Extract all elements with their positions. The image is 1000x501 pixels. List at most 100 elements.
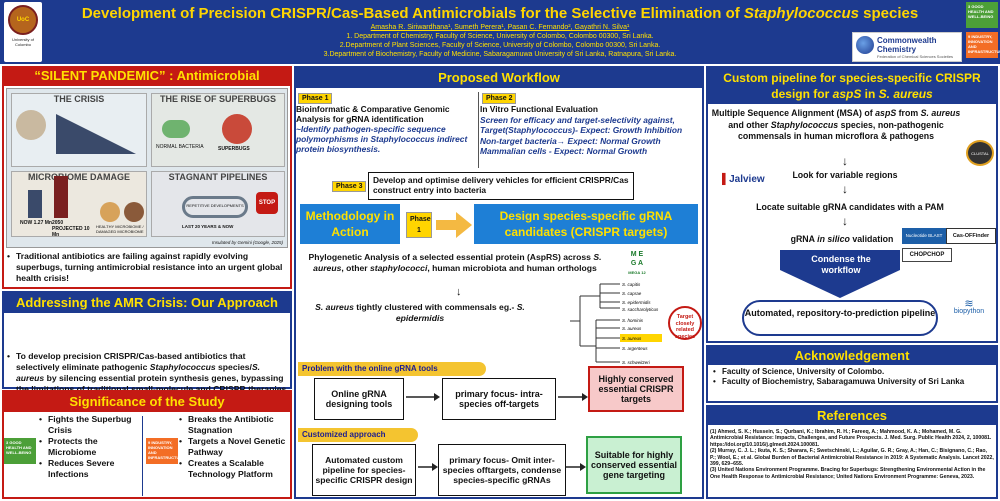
affiliation-2: 2.Department of Plant Sciences, Faculty … <box>339 42 661 49</box>
affiliation-1: 1. Department of Chemistry, Faculty of S… <box>346 33 654 40</box>
damaged-microbiome-icon <box>124 202 144 222</box>
healthy-microbiome-icon <box>100 202 120 222</box>
design-label: Design species-specific gRNA candidates … <box>474 204 698 244</box>
tree-leaf: S. caprae <box>622 291 642 296</box>
automated-pipeline-pill: Automated, repository-to-prediction pipe… <box>742 300 938 336</box>
references-heading: References <box>708 407 996 425</box>
crisis-panel: THE CRISIS <box>11 93 147 167</box>
ack-item: Faculty of Biochemistry, Sabaragamuwa Un… <box>712 377 994 387</box>
acknowledgement-panel <box>706 345 998 403</box>
approach-text: To develop precision CRISPR/Cas-based an… <box>6 351 290 395</box>
down-arrow-glyph: ↓ <box>842 182 848 196</box>
phase3-tag: Phase 3 <box>332 181 367 192</box>
bacteria-icon <box>162 120 190 138</box>
sig-item: Reduces Severe Infections <box>38 458 140 480</box>
right-arrow-icon <box>436 212 472 238</box>
significance-heading: Significance of the Study <box>2 392 292 412</box>
acknowledgement-heading: Acknowledgement <box>708 347 996 365</box>
microbiome-captions: HEALTHY MICROBIOME / DAMAGED MICROBIOME <box>96 224 144 234</box>
authors-block: Amasha R. Siriwardhana¹, Sumeth Perera¹,… <box>140 23 860 59</box>
step-validation: gRNA in silico validation <box>790 234 894 244</box>
reference-item: (2) Murray, C. J. L.; Ikuta, K. S.; Shar… <box>710 448 994 468</box>
logo-caption: University of Colombo <box>11 37 34 47</box>
sig-item: Creates a Scalable Technology Platform <box>178 458 290 480</box>
jalview-logo: ▌Jalview <box>722 174 765 185</box>
workflow-heading: Proposed Workflow <box>296 68 702 88</box>
down-arrow-glyph: ↓ <box>456 286 462 298</box>
phase3-box: Develop and optimise delivery vehicles f… <box>368 172 634 200</box>
reference-item: (3) United Nations Environment Programme… <box>710 467 986 480</box>
sdg9-small-icon: 9 INDUSTRY, INNOVATION AND INFRASTRUCTUR… <box>146 438 185 464</box>
phase2-desc3: Mammalian cells - Expect: Normal Growth <box>480 146 648 156</box>
pipelines-label: STAGNANT PIPELINES <box>168 172 268 182</box>
conserved-targets-box: Highly conserved essential CRISPR target… <box>588 366 684 412</box>
significance-list-2: Breaks the Antibiotic Stagnation Targets… <box>178 414 290 480</box>
reference-item: (1) Ahmed, S. K.; Hussein, S.; Qurbani, … <box>710 429 992 448</box>
arrow-icon <box>418 463 438 471</box>
condense-label: Condense the workflow <box>811 254 871 275</box>
clustal-logo: CLUSTAL <box>966 140 994 166</box>
significance-list-1: Fights the Superbug Crisis Protects the … <box>38 414 140 480</box>
authors-line: Amasha R. Siriwardhana¹, Sumeth Perera¹,… <box>370 24 630 31</box>
superbugs-tag: SUPERBUGS <box>218 146 250 152</box>
pandemic-heading: “SILENT PANDEMIC” : Antimicrobial Resist… <box>2 66 292 103</box>
poster-title: Development of Precision CRISPR/Cas-Base… <box>81 5 919 22</box>
problem-tag: Problem with the online gRNA tools <box>298 362 486 376</box>
custom-approach-tag: Customized approach <box>298 428 418 442</box>
phylogenetic-tree: S. capitis S. caprae S. epidermidis S. s… <box>570 282 662 365</box>
arrow-icon <box>566 463 586 471</box>
tree-leaf: S. capitis <box>622 282 641 287</box>
acknowledgement-list: Faculty of Science, University of Colomb… <box>712 367 994 387</box>
approach-heading: Addressing the AMR Crisis: Our Approach <box>2 293 292 313</box>
down-arrow-glyph: ↓ <box>842 214 848 228</box>
primary-focus-box: primary focus- intra-species off-targets <box>442 378 556 420</box>
repetitive-cycle: REPETITIVE DEVELOPMENTS <box>182 196 248 218</box>
automated-pipeline-box: Automated custom pipeline for species-sp… <box>312 444 416 496</box>
ack-item: Faculty of Science, University of Colomb… <box>712 367 994 377</box>
phase2-title: In Vitro Functional Evaluation <box>480 104 599 114</box>
y2050-label: 2050 PROJECTED 10 Mn <box>52 220 90 238</box>
now-label: NOW 1.27 Mn <box>20 220 52 226</box>
arrow-icon <box>406 393 440 401</box>
phase2-desc2: Non-target bacteria→ Expect: Normal Grow… <box>480 135 661 146</box>
sig-item: Breaks the Antibiotic Stagnation <box>178 414 290 436</box>
globe-icon <box>856 36 874 54</box>
infographic-credit: Insulated by Gemini (Google, 2025) <box>211 240 283 245</box>
references-list: (1) Ahmed, S. K.; Hussein, S.; Qurbani, … <box>710 429 994 480</box>
pipelines-panel: STAGNANT PIPELINES REPETITIVE DEVELOPMEN… <box>151 171 285 237</box>
tree-leaf: S. aureus <box>622 326 642 331</box>
down-arrow-glyph: ↓ <box>842 154 848 168</box>
phase2-block: In Vitro Functional Evaluation Screen fo… <box>480 104 702 157</box>
step-locate: Locate suitable gRNA candidates with a P… <box>756 202 944 212</box>
superbugs-label: THE RISE OF SUPERBUGS <box>159 94 276 104</box>
sdg3-small-icon: 3 GOOD HEALTH AND WELL-BEING <box>4 438 36 464</box>
sdg9-icon: 9 INDUSTRY, INNOVATION AND INFRASTRUCTUR… <box>966 32 1000 58</box>
cc-logo-title: Commonwealth Chemistry <box>877 36 937 54</box>
affiliation-3: 3.Department of Biochemistry, Faculty of… <box>323 51 677 58</box>
university-seal-icon: UoC <box>8 5 38 35</box>
normal-bacteria-label: NORMAL BACTERIA <box>156 144 204 150</box>
pipeline-heading: Custom pipeline for species-specific CRI… <box>708 68 996 104</box>
tree-leaf: S. schweitzeri <box>622 360 651 365</box>
step-look-for: Look for variable regions <box>792 170 898 180</box>
omit-offtargets-box: primary focus- Omit inter-species offtar… <box>438 444 566 496</box>
amr-infographic: THE CRISIS THE RISE OF SUPERBUGS NORMAL … <box>6 88 288 248</box>
cc-logo-subtitle: Federation of Chemical Sciences Societie… <box>877 54 954 59</box>
tree-leaf: S. saccharolyticus <box>622 307 659 312</box>
university-of-colombo-logo: UoC University of Colombo <box>4 2 42 62</box>
skull-icon <box>16 110 46 140</box>
crisis-label: THE CRISIS <box>53 94 105 104</box>
phase1-tag: Phase 1 <box>298 93 333 104</box>
pandemic-bullet: Traditional antibiotics are failing agai… <box>6 251 290 284</box>
microbiome-label: MICROBIOME DAMAGE <box>28 172 130 182</box>
superbug-icon <box>222 114 252 144</box>
phase2-desc1: Screen for efficacy and target-selectivi… <box>480 114 683 136</box>
sig-item: Fights the Superbug Crisis <box>38 414 140 436</box>
phase-divider <box>478 92 479 168</box>
phase2-tag: Phase 2 <box>482 93 517 104</box>
pipeline-panel <box>706 66 998 343</box>
phase1-desc: ~Identify pathogen-specific sequence pol… <box>296 124 468 154</box>
tree-leaf: S. aureus <box>622 336 642 341</box>
bar-2050 <box>54 176 68 218</box>
